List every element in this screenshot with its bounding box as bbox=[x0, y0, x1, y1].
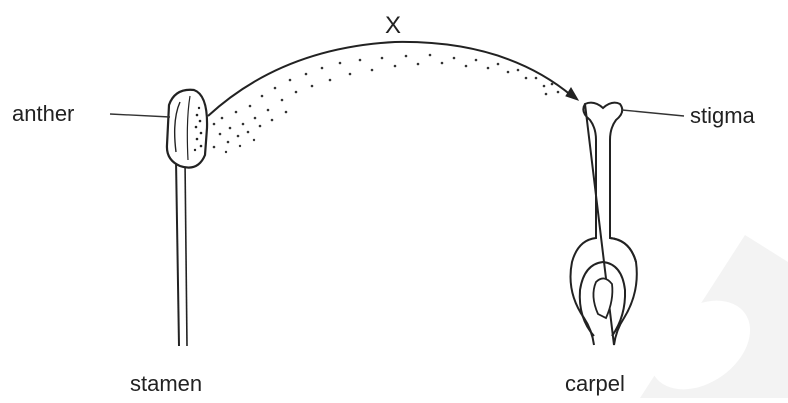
carpel bbox=[569, 101, 638, 346]
stigma-leader-line bbox=[621, 109, 685, 117]
pollen-transfer-arc bbox=[207, 40, 580, 117]
ovule bbox=[592, 277, 614, 320]
label-carpel: carpel bbox=[565, 371, 625, 396]
stamen bbox=[165, 88, 209, 347]
anther-leader-line bbox=[109, 113, 171, 118]
anther-lobe bbox=[173, 101, 181, 153]
label-stigma: stigma bbox=[690, 103, 755, 128]
filament bbox=[175, 159, 180, 347]
label-anther: anther bbox=[12, 101, 75, 126]
watermark bbox=[640, 235, 788, 398]
filament-inner bbox=[184, 159, 188, 347]
label-stamen: stamen bbox=[130, 371, 203, 396]
arc-arrowhead bbox=[565, 87, 580, 101]
ovary-outer-right bbox=[609, 237, 637, 263]
pollen-grains bbox=[212, 53, 560, 154]
ovary-inner-loop bbox=[578, 260, 627, 337]
anther-lobe-2 bbox=[186, 95, 191, 161]
label-x: X bbox=[385, 12, 402, 39]
anther-pollen-cluster bbox=[193, 106, 203, 152]
